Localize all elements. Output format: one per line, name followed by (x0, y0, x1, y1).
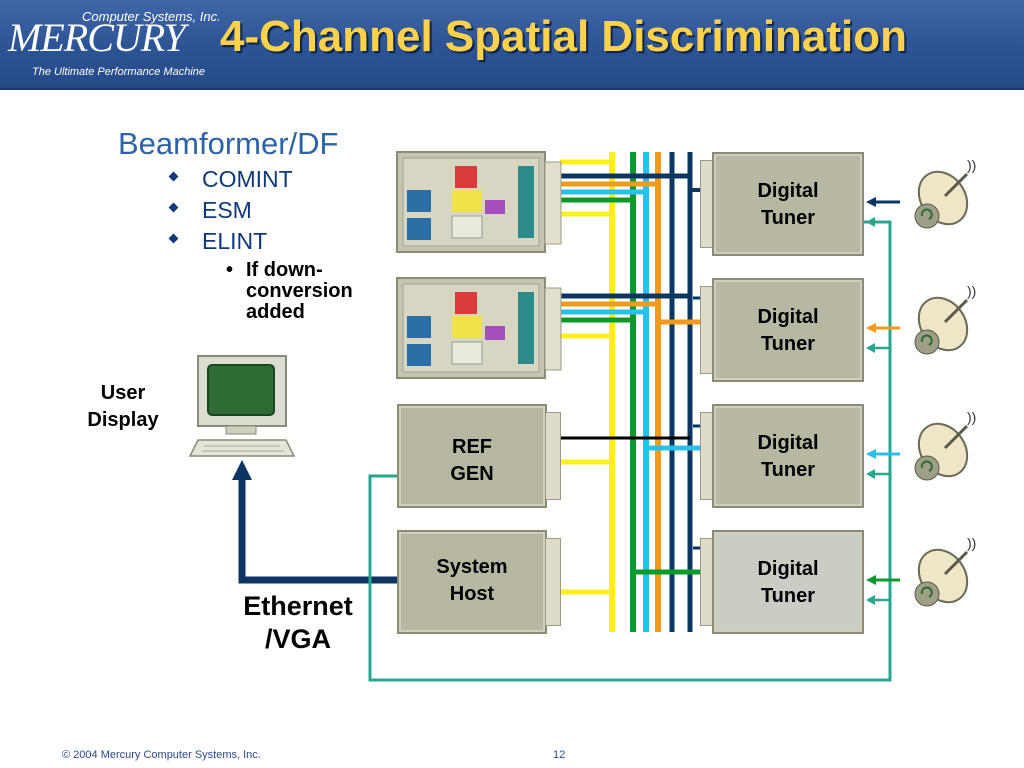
logo-tagline: The Ultimate Performance Machine (32, 66, 206, 78)
tuner-label: Digital Tuner (714, 556, 862, 610)
vertical-bus (609, 152, 693, 632)
dot-bullet-icon: • (226, 259, 234, 281)
user-display-line: Display (87, 409, 159, 431)
bullet-text: ELINT (202, 228, 268, 254)
antenna-dish-icon: )) (914, 535, 976, 607)
system-host-links (560, 569, 700, 595)
tuner-ticks (693, 296, 700, 550)
bullet-list: COMINT ESM ELINT (168, 166, 293, 259)
ref-gen-line: REF (452, 436, 492, 458)
sub-bullet-line: added (246, 301, 305, 323)
svg-text:)): )) (967, 409, 976, 425)
ref-gen-rail (545, 412, 561, 500)
tuner-label: Digital Tuner (714, 304, 862, 358)
digital-tuner-1: Digital Tuner (712, 152, 864, 256)
slide-title: 4-Channel Spatial Discrimination (220, 12, 908, 61)
tuner-line: Tuner (760, 207, 816, 229)
ethernet-line: Ethernet (243, 591, 353, 621)
sub-bullet-line: If down- (246, 259, 323, 281)
ethernet-line: /VGA (264, 624, 331, 654)
system-host-line: Host (449, 583, 495, 605)
antenna-input-arrows (866, 197, 900, 585)
svg-text:)): )) (967, 157, 976, 173)
board-2-links (560, 293, 700, 339)
ref-gen-board: REF GEN (397, 404, 547, 508)
svg-text:)): )) (967, 283, 976, 299)
bullet-text: COMINT (202, 166, 293, 192)
bullet-item: ELINT (168, 228, 293, 259)
ref-gen-links (560, 436, 700, 465)
bullet-text: ESM (202, 197, 252, 223)
logo-subtitle: Computer Systems, Inc. (82, 9, 221, 24)
board-1-links (560, 159, 700, 217)
tuner-line: Digital (757, 306, 819, 328)
tuner-line: Digital (757, 180, 819, 202)
tuner-line: Digital (757, 432, 819, 454)
dsp-board-1 (396, 151, 562, 253)
digital-tuner-3: Digital Tuner (712, 404, 864, 508)
system-host-board: System Host (397, 530, 547, 634)
computer-monitor-icon (188, 355, 296, 457)
copyright-text: © 2004 Mercury Computer Systems, Inc. (62, 749, 261, 761)
user-display-line: User (100, 382, 146, 404)
bullet-item: ESM (168, 197, 293, 228)
system-host-line: System (436, 556, 508, 578)
ref-clock-arrows (866, 217, 890, 605)
tuner-label: Digital Tuner (714, 430, 862, 484)
beamformer-heading: Beamformer/DF (118, 126, 339, 161)
dsp-board-2 (396, 277, 562, 379)
system-host-rail (545, 538, 561, 626)
page-number: 12 (553, 749, 566, 761)
header-bar: Computer Systems, Inc. MERCURY The Ultim… (0, 0, 1024, 90)
svg-text:)): )) (967, 535, 976, 551)
tuner-line: Digital (757, 558, 819, 580)
bullet-item: COMINT (168, 166, 293, 197)
antenna-dish-icon: )) (914, 157, 976, 229)
ref-gen-label: REF GEN (399, 434, 545, 488)
sub-bullet-text: If down- conversion added (246, 260, 353, 323)
tuner-line: Tuner (760, 585, 816, 607)
logo-wordmark: MERCURY (8, 15, 186, 60)
digital-tuner-4: Digital Tuner (712, 530, 864, 634)
system-host-label: System Host (399, 554, 545, 608)
ethernet-arrow (232, 460, 400, 584)
digital-tuner-2: Digital Tuner (712, 278, 864, 382)
tuner-line: Tuner (760, 333, 816, 355)
antenna-dish-icon: )) (914, 283, 976, 355)
tuner-line: Tuner (760, 459, 816, 481)
ethernet-vga-label: Ethernet /VGA (228, 590, 368, 656)
ref-clock-loop (368, 220, 892, 682)
ref-gen-line: GEN (450, 463, 494, 485)
tuner-label: Digital Tuner (714, 178, 862, 232)
antenna-dish-icon: )) (914, 409, 976, 481)
sub-bullet-line: conversion (246, 280, 353, 302)
user-display-label: User Display (78, 380, 168, 434)
